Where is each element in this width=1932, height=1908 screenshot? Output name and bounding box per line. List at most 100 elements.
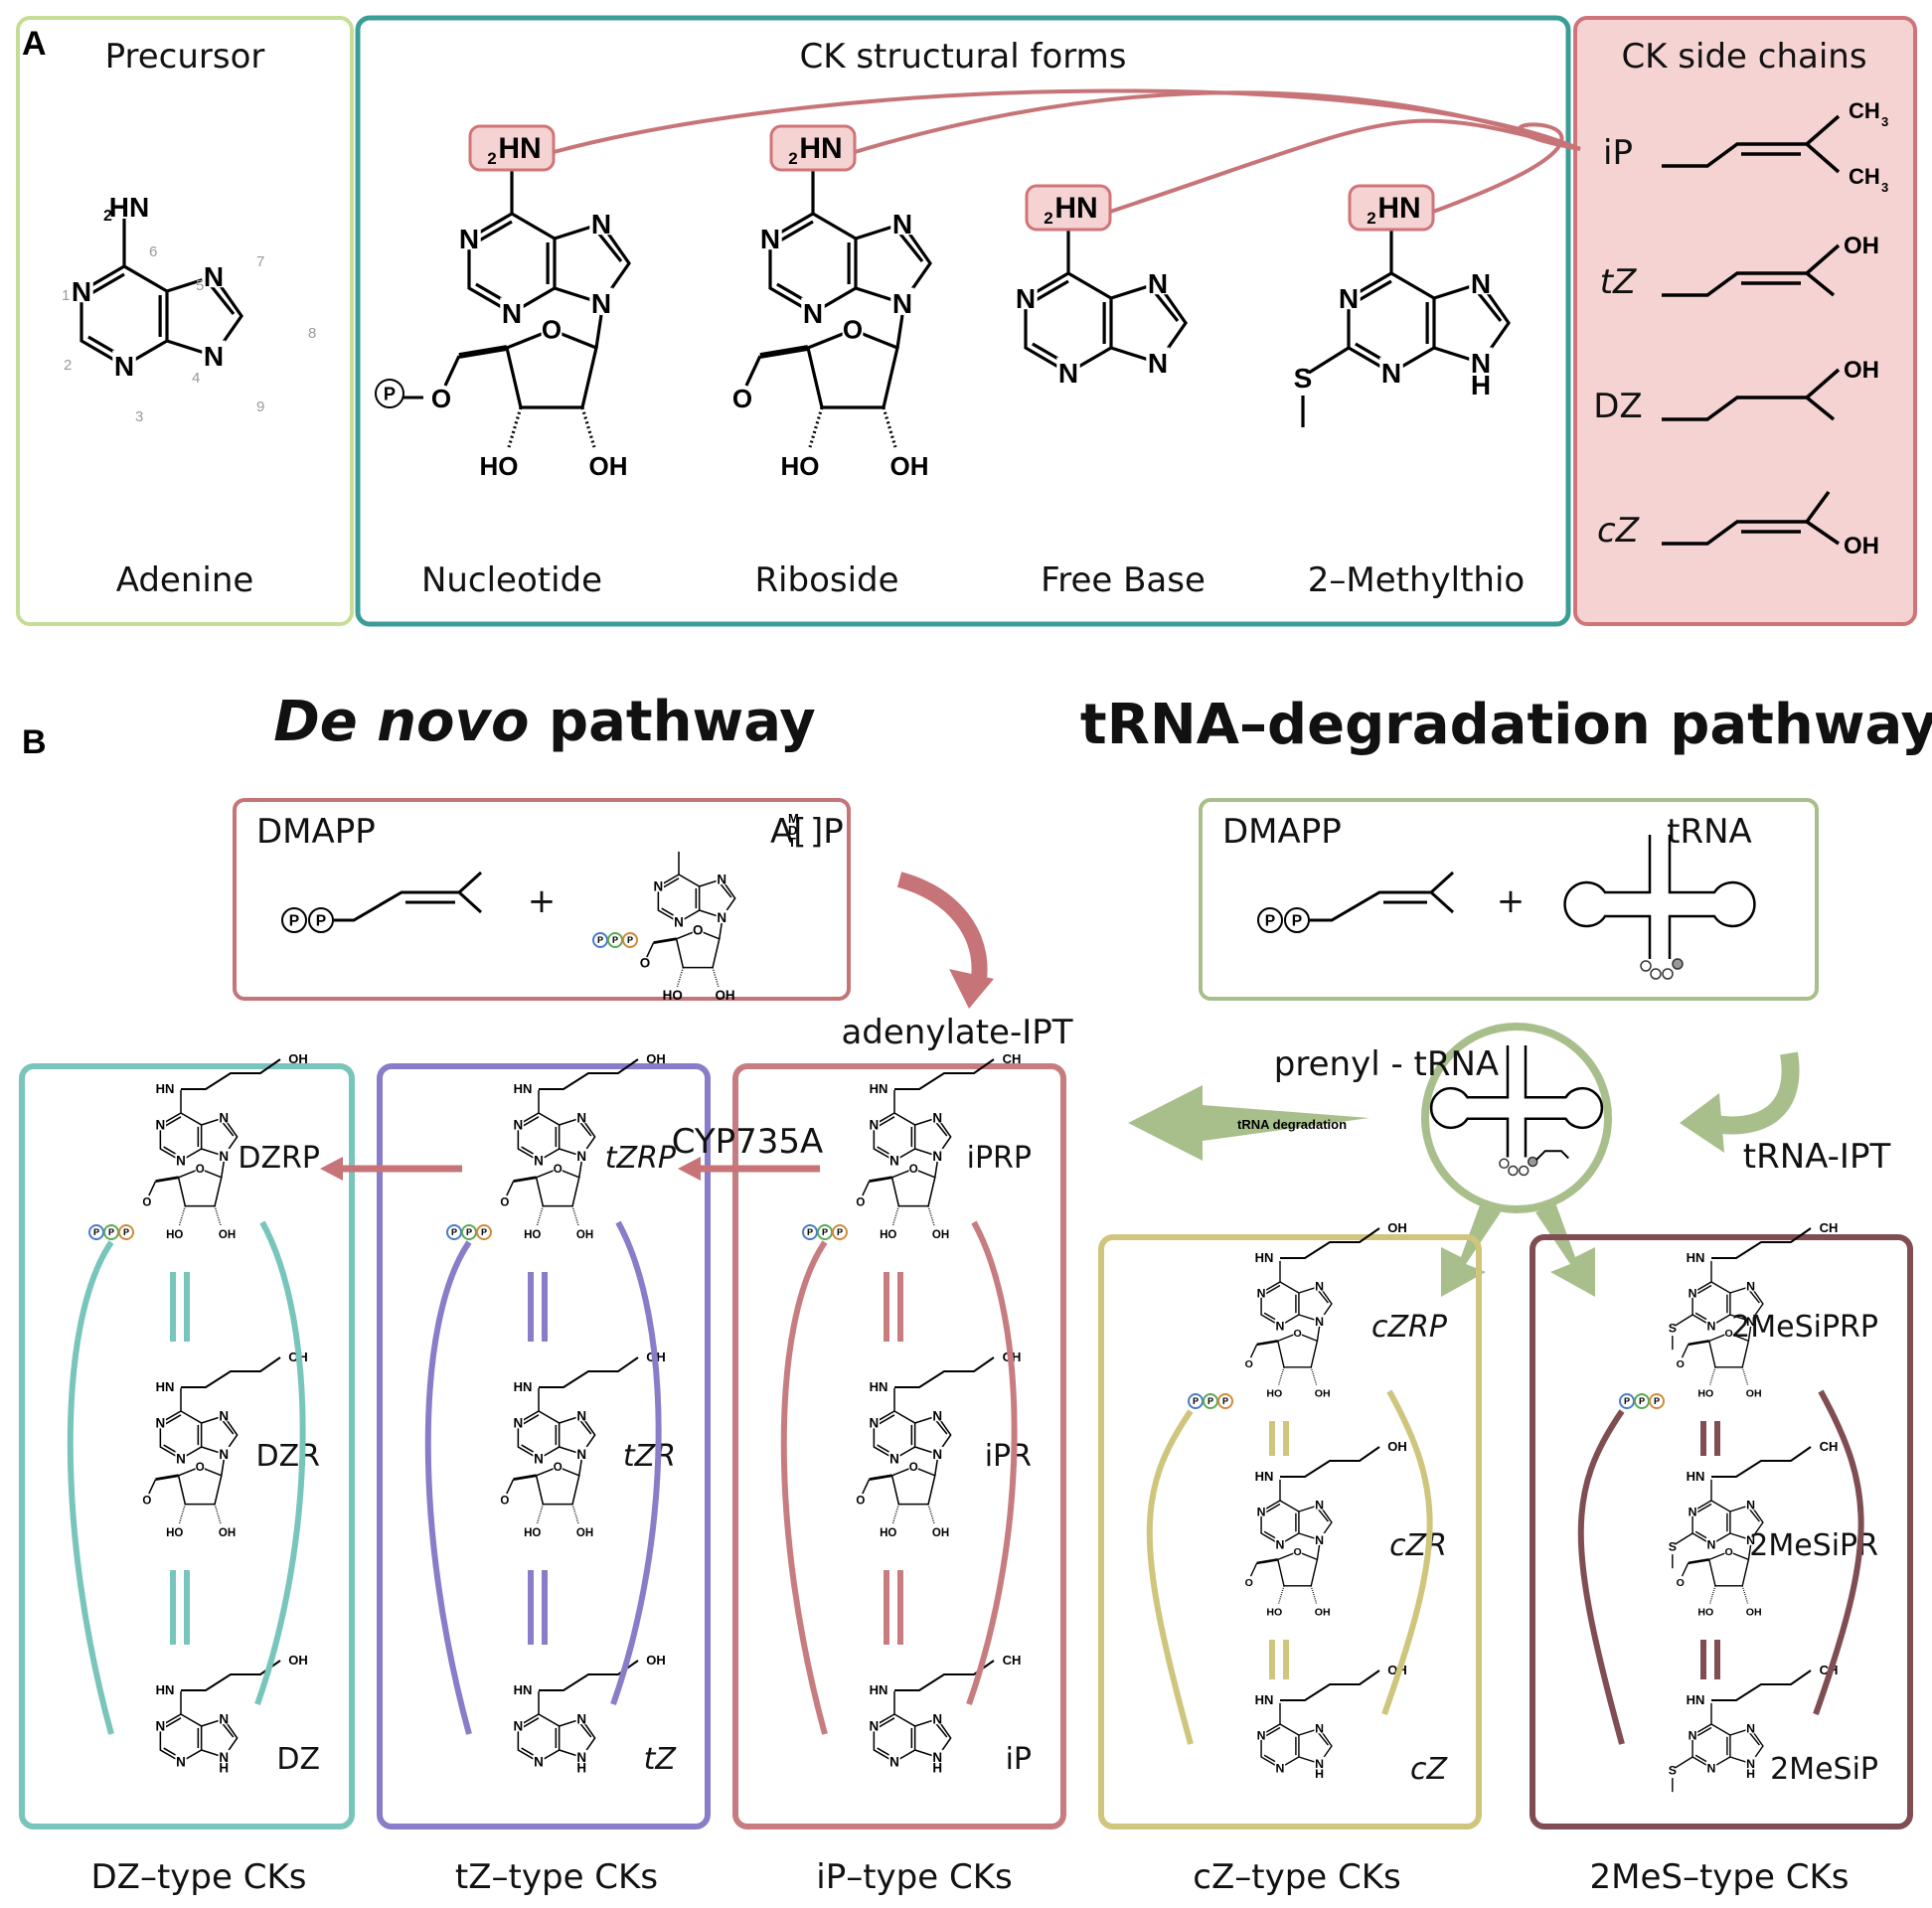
phosphate-label: P: [316, 912, 326, 929]
atom-bg: [1687, 1728, 1698, 1740]
n9-atom: N: [892, 288, 912, 319]
double-bond: [1032, 279, 1069, 304]
ck-form-label: cZRP: [1371, 1310, 1448, 1345]
o5-atom: O: [640, 956, 650, 971]
atom-bg: [890, 208, 914, 236]
atom-bg: [1314, 1756, 1325, 1769]
double-bond: [934, 1419, 948, 1435]
phosphate-label: P: [123, 1227, 129, 1237]
hash-bond: [571, 1205, 579, 1226]
hash-bond: [891, 1205, 900, 1226]
atom-bg: [175, 1451, 187, 1465]
phosphate-label: P: [108, 1227, 114, 1237]
glycosidic-bond: [1747, 1326, 1752, 1342]
trna-label: tRNA: [1667, 812, 1752, 852]
n9-atom: N: [576, 1149, 586, 1164]
phosphate-label: P: [1193, 1396, 1199, 1406]
side-chain: [539, 1058, 639, 1090]
bond: [646, 942, 655, 958]
imidazole-ring: [1729, 1285, 1764, 1323]
bond: [443, 355, 461, 387]
n3-atom: N: [1276, 1319, 1285, 1333]
ring-number: 1: [62, 287, 70, 304]
ck-type-box: [1530, 1234, 1913, 1829]
hash-bond: [882, 406, 897, 448]
wedge-bond: [1256, 1558, 1279, 1565]
ck-form-label: tZRP: [605, 1141, 677, 1176]
n1-atom: N: [760, 224, 780, 254]
hash-bond: [178, 1504, 187, 1524]
phosphate-label: P: [837, 1227, 843, 1237]
ck-type-box: [19, 1063, 355, 1829]
side-chain: [181, 1058, 281, 1090]
chain-bond: [1662, 271, 1807, 297]
side-chain: [1280, 1670, 1380, 1701]
wedge-bond: [759, 345, 809, 359]
cycle-arc-right: [1813, 1389, 1864, 1715]
phosphate-label: P: [451, 1227, 457, 1237]
hash-bond: [571, 1504, 579, 1524]
bond: [862, 1181, 871, 1196]
glycosidic-bond: [578, 1161, 582, 1178]
side-chain: [181, 1356, 281, 1388]
n7-atom: N: [591, 209, 611, 239]
double-bond: [1694, 1726, 1712, 1738]
oh-group: OH: [576, 1229, 593, 1241]
atom-bg: [1314, 1498, 1325, 1510]
ck-form-label: 2MeSiPRP: [1731, 1310, 1878, 1345]
n1-atom: N: [156, 1719, 166, 1734]
double-bond: [1475, 290, 1503, 322]
glycosidic-bond: [1316, 1326, 1321, 1342]
n7-atom: N: [1746, 1499, 1755, 1512]
oh-group: OH: [715, 988, 734, 1003]
atom-bg: [931, 1148, 943, 1162]
n1-atom: N: [1257, 1505, 1266, 1518]
ho-group: HO: [524, 1229, 541, 1241]
n7-atom: N: [1746, 1280, 1755, 1294]
bond: [1681, 1562, 1690, 1577]
ring-number: 7: [256, 253, 264, 270]
double-bond: [877, 1414, 895, 1426]
hash-bond: [1278, 1585, 1285, 1604]
phosphate-label: P: [1624, 1396, 1630, 1406]
atom-bg: [202, 260, 226, 288]
trna-pathway-title: tRNA–degradation pathway: [1080, 693, 1932, 757]
amine-highlight: [468, 124, 556, 172]
imidazole-ring: [201, 1717, 239, 1759]
atom-bg: [1056, 357, 1080, 385]
glycosidic-bond: [895, 314, 904, 349]
oh-label: OH: [1844, 233, 1879, 259]
double-bond: [163, 1717, 182, 1729]
mdt-letter: M: [788, 811, 799, 826]
ck-type-box: [1098, 1234, 1482, 1829]
cycle-arc-right: [254, 1220, 306, 1705]
n9-atom: N: [576, 1750, 586, 1765]
amine-subscript: 2: [1367, 209, 1375, 228]
atom-bg: [888, 1451, 900, 1465]
double-bond: [1317, 1289, 1329, 1304]
phosphate-circle: [118, 1224, 134, 1240]
n3-atom: N: [803, 298, 823, 329]
n3-atom: N: [534, 1755, 544, 1770]
side-chain: [1280, 1227, 1380, 1259]
atom-bg: [457, 223, 481, 250]
n3-atom: N: [1381, 358, 1401, 389]
oh-group: OH: [589, 451, 628, 481]
imidazole-ring: [1729, 1727, 1764, 1765]
mdt-letter: T: [788, 835, 796, 850]
atom-bg: [716, 909, 727, 923]
nh-label: HN: [514, 1682, 533, 1697]
ring-oxygen: O: [909, 1164, 918, 1176]
adenylate-ipt-arrow: [896, 872, 988, 980]
n9-atom: N: [932, 1447, 942, 1462]
ring-number: 8: [308, 325, 316, 342]
phosphate-circle: [375, 379, 404, 408]
arrowhead: [1680, 1093, 1724, 1153]
atom-bg: [801, 297, 825, 325]
prenyl-trna-label: prenyl - tRNA: [1274, 1044, 1499, 1084]
